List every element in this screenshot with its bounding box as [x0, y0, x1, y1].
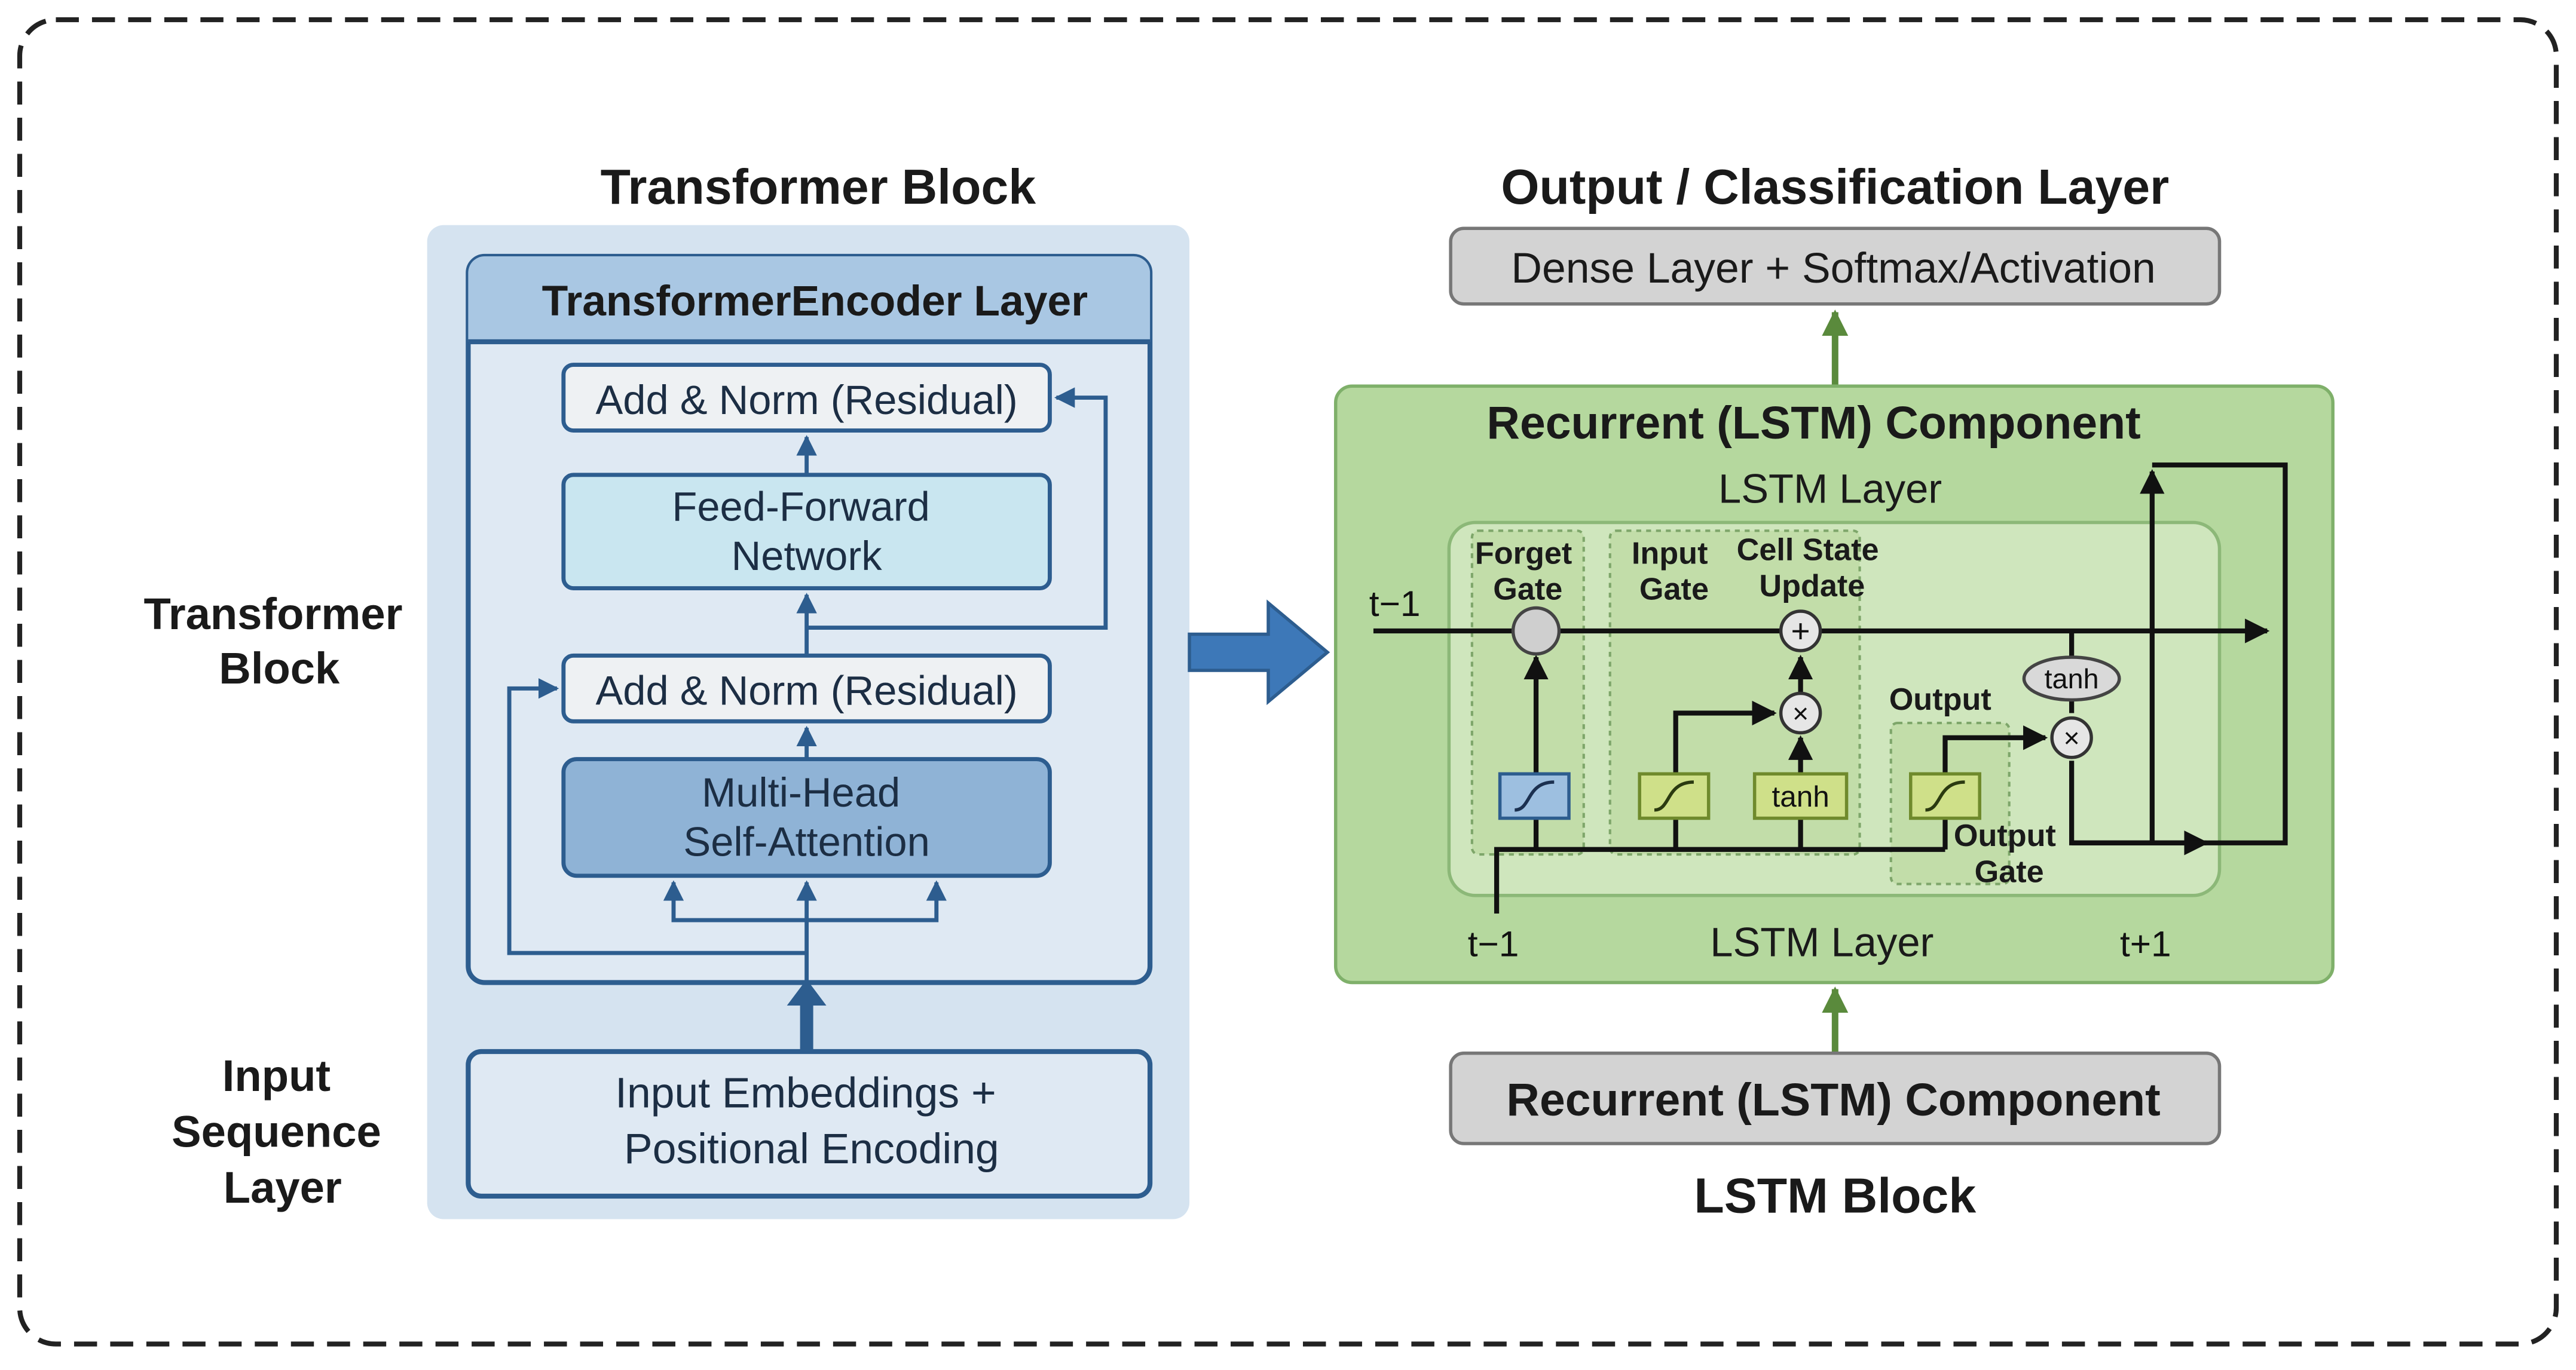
input-sigmoid-box	[1638, 772, 1711, 820]
bottom-lstm-component-label: Recurrent (LSTM) Component	[1506, 1074, 2160, 1126]
mhsa-label: Multi-Head Self-Attention	[683, 770, 929, 865]
add-norm-bottom-box	[561, 653, 1052, 724]
lstm-component-title: Recurrent (LSTM) Component	[1486, 397, 2140, 449]
input-multiply-node	[1779, 691, 1822, 735]
output-label: Output	[1889, 682, 1991, 717]
outer-frame	[17, 17, 2559, 1347]
transformer-block-title: Transformer Block	[601, 160, 1036, 214]
transformer-to-lstm-arrow	[1188, 599, 1330, 706]
input-multiply-symbol: ×	[1792, 698, 1809, 729]
lstm-layer-top-label: LSTM Layer	[1718, 465, 1942, 511]
forget-gate-node	[1511, 606, 1561, 656]
output-tanh-node	[2022, 655, 2121, 702]
encoder-header-band	[468, 256, 1151, 342]
t-prev-top-label: t−1	[1369, 583, 1421, 624]
input-embeddings-label: Input Embeddings + Positional Encoding	[615, 1069, 1008, 1173]
encoder-layer-title: TransformerEncoder Layer	[542, 277, 1088, 325]
cell-tanh-label: tanh	[1772, 780, 1829, 813]
ffn-box	[561, 473, 1052, 590]
output-layer-title: Output / Classification Layer	[1501, 160, 2169, 214]
output-tanh-label: tanh	[2045, 663, 2099, 694]
t-next-label: t+1	[2120, 923, 2171, 964]
cell-tanh-box	[1752, 772, 1849, 820]
mhsa-box	[561, 757, 1052, 878]
forget-sigmoid-box	[1498, 772, 1571, 820]
forget-gate-label: Forget Gate	[1475, 536, 1581, 607]
dense-layer-label: Dense Layer + Softmax/Activation	[1511, 244, 2155, 292]
add-norm-top-label: Add & Norm (Residual)	[595, 377, 1017, 423]
output-multiply-node	[2050, 716, 2093, 759]
input-sigmoid-icon	[1654, 780, 1694, 812]
bottom-lstm-component-box	[1449, 1052, 2222, 1145]
ffn-label: Feed-Forward Network	[672, 484, 941, 580]
output-gate-label: Output Gate	[1954, 819, 2065, 890]
forget-sigmoid-icon	[1514, 780, 1555, 812]
add-norm-bottom-label: Add & Norm (Residual)	[595, 668, 1017, 714]
dense-layer-box	[1449, 226, 2222, 306]
input-sequence-side-label: Input Sequence Layer	[172, 1051, 393, 1212]
lstm-block-title: LSTM Block	[1694, 1168, 1976, 1223]
add-norm-top-box	[561, 363, 1052, 433]
output-multiply-symbol: ×	[2063, 722, 2079, 753]
output-sigmoid-icon	[1925, 780, 1965, 812]
cell-add-symbol: +	[1791, 612, 1810, 649]
input-gate-label: Input Gate	[1632, 536, 1717, 607]
cell-add-node	[1779, 609, 1822, 652]
input-embeddings-box	[466, 1049, 1153, 1199]
transformer-side-label: Transformer Block	[143, 589, 415, 693]
output-sigmoid-box	[1909, 772, 1981, 820]
cell-state-update-label: Cell State Update	[1737, 533, 1887, 604]
input-to-encoder-arrow	[787, 979, 827, 1052]
t-prev-bottom-label: t−1	[1468, 923, 1519, 964]
lstm-layer-bottom-label: LSTM Layer	[1710, 919, 1933, 965]
